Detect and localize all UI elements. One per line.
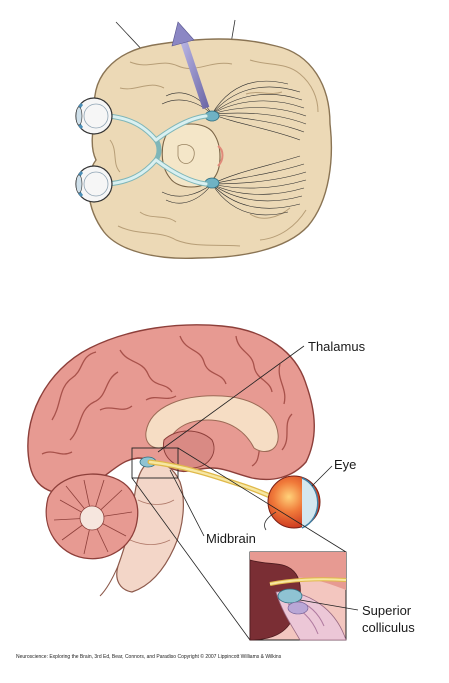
brainstem-section (161, 123, 221, 188)
gyri-ventral (109, 59, 319, 247)
zoom-line-bottom (131, 477, 251, 641)
cerebellum (45, 473, 139, 560)
superior-colliculus-label-line1: Superior (362, 603, 412, 618)
thalamus-label: Thalamus (308, 339, 366, 354)
copyright-credit: Neuroscience: Exploring the Brain, 3rd E… (16, 654, 282, 660)
superior-colliculus-label-line2: colliculus (362, 620, 415, 635)
eye-illustration (264, 475, 321, 531)
eye-label: Eye (334, 457, 357, 472)
optic-radiation-upper (161, 80, 307, 141)
optic-radiation-lower (161, 155, 307, 216)
midbrain-leader (169, 469, 205, 537)
thalamus-leader (157, 345, 305, 453)
zoom-inset (249, 551, 347, 641)
left-eyeball (75, 97, 113, 135)
eye-leader (311, 465, 333, 487)
diencephalon (162, 430, 215, 469)
zoom-selection-box (131, 447, 179, 479)
gyri-sagittal (41, 335, 293, 467)
midbrain-label: Midbrain (206, 531, 256, 546)
projection-arrow (171, 21, 210, 110)
colliculus-leader (299, 599, 359, 611)
superior-colliculus-inset (277, 588, 303, 604)
right-eyeball (75, 165, 113, 203)
zoom-line-top (177, 447, 347, 553)
ventral-brain-view (75, 19, 333, 259)
sagittal-brain-view (27, 324, 359, 641)
